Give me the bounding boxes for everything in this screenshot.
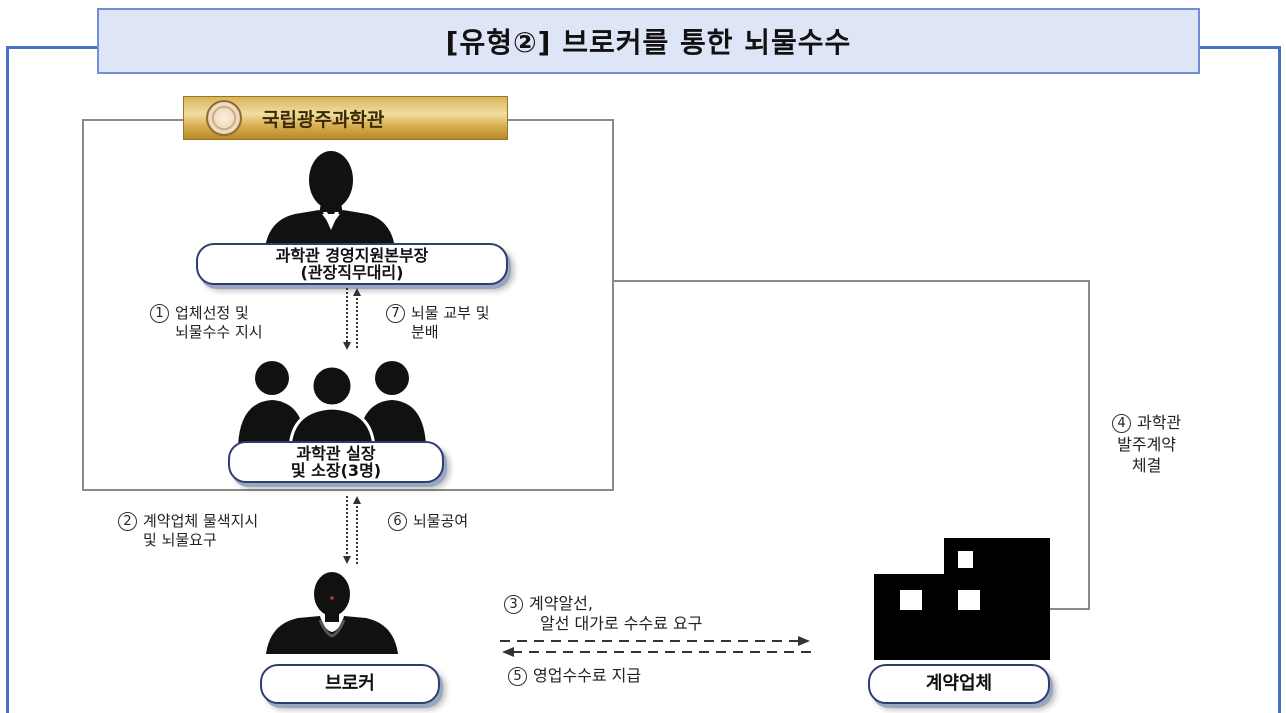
step-2-label: 2 계약업체 물색지시 및 뇌물요구	[118, 512, 258, 550]
step-3-line2: 알선 대가로 수수료 요구	[540, 614, 703, 633]
frame-top-right	[1199, 46, 1281, 49]
step-7-label: 7 뇌물 교부 및 분배	[386, 304, 490, 342]
step-4-line2: 발주계약	[1117, 434, 1177, 454]
step-1-line1: 업체선정 및	[175, 304, 249, 322]
step-3-line1: 계약알선,	[529, 594, 593, 613]
step-5-label: 5 영업수수료 지급	[508, 666, 641, 686]
step-3-number: 3	[504, 595, 523, 614]
frame-left	[6, 46, 9, 713]
institution-nameplate: 국립광주과학관	[183, 96, 508, 140]
step-2-line2: 및 뇌물요구	[143, 531, 217, 549]
step-1-label: 1 업체선정 및 뇌물수수 지시	[150, 304, 263, 342]
building-icon	[874, 538, 1050, 660]
connector-vertical	[1088, 280, 1090, 610]
contractor-label: 계약업체	[925, 673, 993, 695]
managers-count: 및 소장(3명)	[290, 461, 382, 480]
institution-name: 국립광주과학관	[262, 108, 385, 131]
step-4-line1: 과학관	[1137, 413, 1182, 432]
step-6-label: 6 뇌물공여	[388, 512, 468, 531]
step-1-number: 1	[150, 304, 169, 323]
arrows-step3-step5	[500, 636, 812, 657]
broker-label: 브로커	[325, 673, 375, 695]
connector-horizontal-top	[614, 280, 1090, 282]
step-4-line3: 체결	[1131, 456, 1162, 476]
step-5-line1: 영업수수료 지급	[533, 666, 642, 685]
managers-node: 과학관 실장 및 소장(3명)	[228, 441, 444, 483]
director-silhouette-icon	[265, 151, 395, 248]
managers-title: 과학관 실장	[296, 443, 376, 463]
institution-seal-icon	[206, 100, 242, 136]
frame-right	[1278, 46, 1281, 713]
step-6-line1: 뇌물공여	[413, 512, 469, 530]
step-7-line1: 뇌물 교부 및	[411, 304, 490, 322]
step-4-number: 4	[1112, 414, 1131, 433]
frame-top-left	[6, 46, 98, 49]
step-5-number: 5	[508, 667, 527, 686]
arrows-step2-step6	[343, 496, 361, 564]
step-2-number: 2	[118, 512, 137, 531]
connector-horizontal-bottom	[1048, 608, 1090, 610]
managers-group-icon	[238, 361, 426, 448]
diagram-title: [유형②] 브로커를 통한 뇌물수수	[97, 8, 1200, 74]
arrows-step1-step7	[343, 288, 361, 350]
deputy-director-node: 과학관 경영지원본부장 (관장직무대리)	[196, 243, 508, 285]
step-4-label: 4 과학관 발주계약 체결	[1112, 412, 1181, 477]
broker-silhouette-icon	[266, 572, 398, 654]
deputy-director-role: (관장직무대리)	[300, 263, 404, 282]
broker-node: 브로커	[260, 664, 440, 704]
deputy-director-title: 과학관 경영지원본부장	[275, 245, 429, 265]
step-1-line2: 뇌물수수 지시	[175, 323, 263, 341]
contractor-node: 계약업체	[868, 664, 1050, 704]
step-7-number: 7	[386, 304, 405, 323]
step-6-number: 6	[388, 512, 407, 531]
step-2-line1: 계약업체 물색지시	[143, 512, 259, 530]
step-3-label: 3 계약알선, 알선 대가로 수수료 요구	[504, 594, 702, 634]
step-7-line2: 분배	[411, 323, 439, 341]
